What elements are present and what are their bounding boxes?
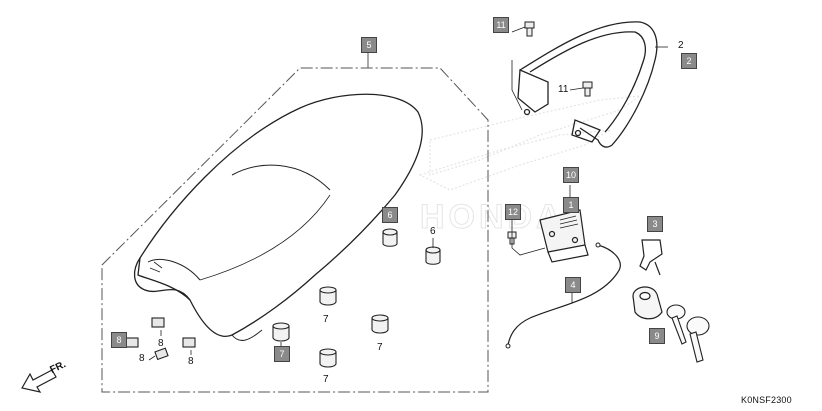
callout-6: 6 [382, 207, 398, 223]
callout-11: 11 [493, 17, 509, 33]
label-2: 2 [678, 40, 684, 51]
label-6: 6 [430, 226, 436, 237]
cushion-7-b [272, 322, 290, 342]
diagram-code: K0NSF2300 [741, 395, 792, 405]
clip-8-c [125, 337, 139, 348]
label-7-a: 7 [323, 314, 329, 325]
clip-8-d [154, 347, 169, 361]
cushion-7-a [319, 286, 337, 306]
cushion-6-a [382, 228, 398, 247]
watermark-text: HONDA [420, 198, 565, 236]
label-8-a: 8 [158, 338, 164, 349]
grab-rail [517, 21, 658, 148]
callout-5: 5 [361, 37, 377, 53]
clip-8-a [151, 317, 165, 328]
cable-clip [639, 239, 663, 276]
callout-2: 2 [681, 53, 697, 69]
bolt-11-right [582, 81, 593, 97]
callout-3: 3 [647, 216, 663, 232]
cushion-6-b [425, 246, 441, 265]
seat-lock-cable [507, 244, 621, 346]
callout-1: 1 [563, 197, 579, 213]
callout-12: 12 [505, 204, 521, 220]
seat-assembly-dashed-outline [101, 67, 489, 393]
front-direction-arrow [21, 369, 57, 393]
clip-8-b [182, 337, 196, 348]
key-cylinder [632, 286, 663, 320]
label-11: 11 [558, 84, 569, 95]
label-8-b: 8 [139, 353, 145, 364]
keys [666, 304, 710, 363]
callout-9: 9 [649, 328, 665, 344]
callout-7: 7 [274, 346, 290, 362]
seat [133, 93, 423, 341]
honda-wing-watermark: HONDA [418, 95, 643, 237]
cushion-7-c [371, 314, 389, 334]
bolt-11-top [524, 21, 535, 37]
callout-4: 4 [565, 277, 581, 293]
label-7-c: 7 [323, 374, 329, 385]
callout-8: 8 [111, 332, 127, 348]
seat-lock-bracket [539, 209, 589, 263]
label-7-b: 7 [377, 342, 383, 353]
cushion-7-d [319, 348, 337, 368]
callout-10: 10 [563, 167, 579, 183]
label-8-c: 8 [188, 356, 194, 367]
